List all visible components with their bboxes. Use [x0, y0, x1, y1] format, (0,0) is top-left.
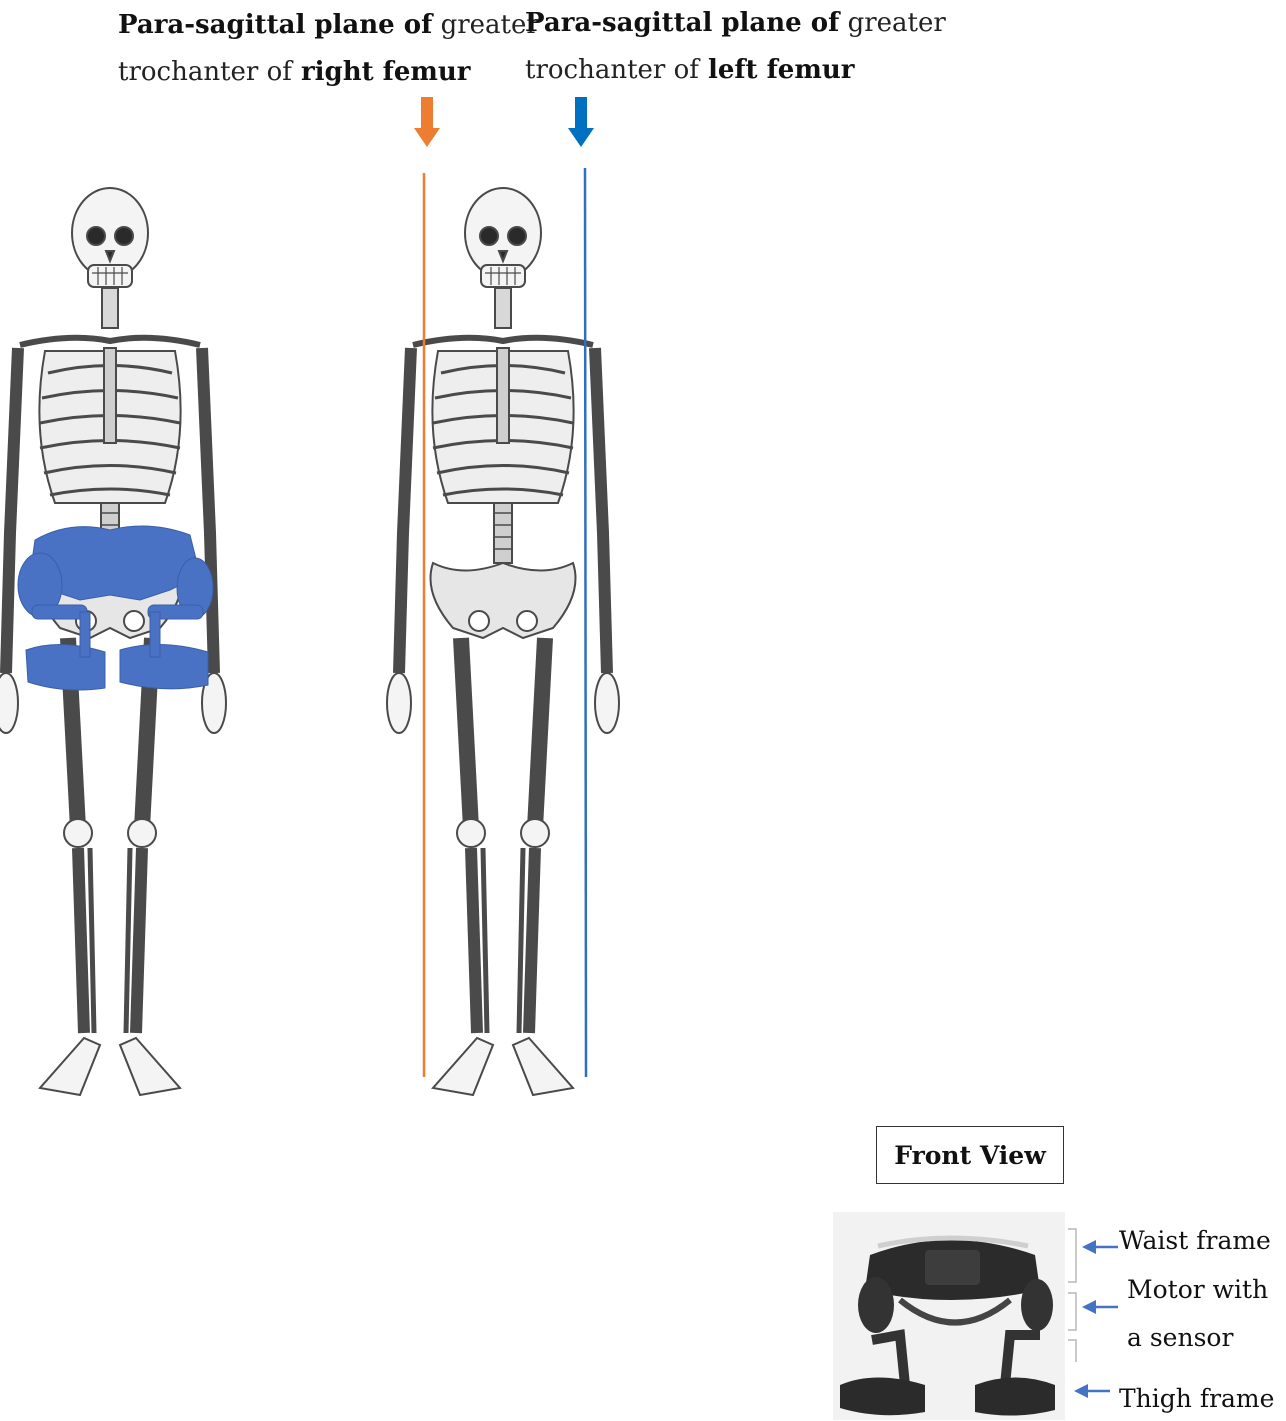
front-view-title-box: Front View — [876, 1126, 1064, 1184]
right-plane-arrow-icon — [414, 97, 440, 147]
motor-label-line1: Motor with — [1127, 1275, 1268, 1304]
left-femur-plane-line — [585, 168, 586, 1077]
waist-frame-label: Waist frame — [1119, 1226, 1271, 1255]
part-brackets — [1068, 1229, 1076, 1362]
skeleton-with-exoskeleton — [0, 188, 226, 1095]
callout-arrows — [1074, 1240, 1118, 1398]
waist-frame-arrow-icon — [1082, 1240, 1118, 1254]
left-plane-arrow-icon — [568, 97, 594, 147]
front-view-device-image — [833, 1212, 1065, 1420]
front-view-title: Front View — [894, 1141, 1045, 1170]
motor-label-line2: a sensor — [1127, 1323, 1233, 1352]
motor-arrow-icon — [1082, 1300, 1118, 1314]
thigh-frame-label: Thigh frame — [1119, 1384, 1274, 1413]
thigh-frame-arrow-icon — [1074, 1384, 1110, 1398]
